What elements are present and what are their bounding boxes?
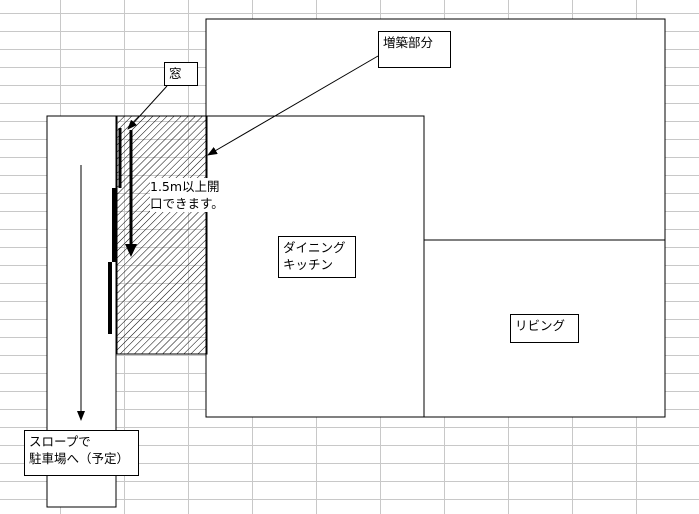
slope-label-line2: 駐車場へ（予定）: [29, 451, 130, 466]
dining-kitchen-label: ダイニング キッチン: [278, 236, 356, 278]
window-leader-arrow: [127, 85, 168, 130]
window-label: 窓: [164, 62, 198, 86]
addition-leader-arrow: [207, 55, 379, 156]
opening-note: 1.5m以上開 口できます。: [150, 178, 224, 212]
opening-arrowhead: [125, 244, 137, 257]
slope-label-line1: スロープで: [29, 434, 91, 449]
living-label-text: リビング: [515, 318, 566, 333]
opening-note-line2: 口できます。: [150, 196, 224, 211]
window-label-text: 窓: [169, 66, 182, 81]
opening-note-line1: 1.5m以上開: [150, 179, 220, 194]
dining-kitchen-label-line1: ダイニング: [283, 240, 346, 255]
addition-label-text: 増築部分: [383, 35, 434, 50]
dining-kitchen-label-line2: キッチン: [283, 257, 334, 272]
living-label: リビング: [510, 314, 579, 343]
addition-label: 増築部分: [378, 31, 451, 68]
slope-label: スロープで 駐車場へ（予定）: [24, 430, 139, 476]
